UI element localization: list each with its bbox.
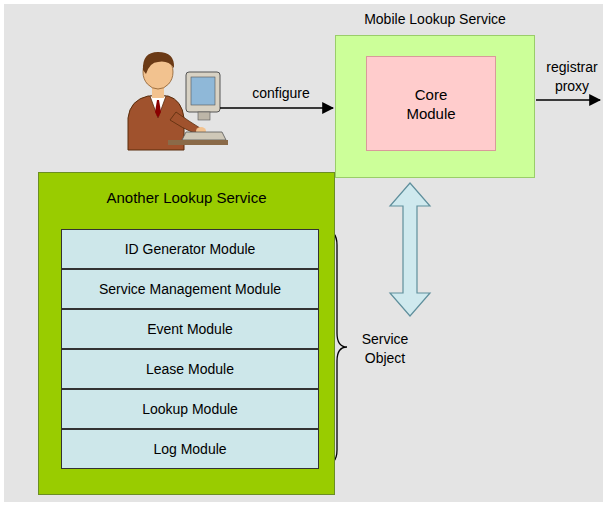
- user-illustration: [128, 52, 228, 150]
- module-box: Log Module: [61, 429, 319, 469]
- arrow-label: registrar proxy: [543, 58, 601, 96]
- service-box: Another Lookup Service ID Generator Modul…: [38, 172, 335, 495]
- module-label: ID Generator Module: [117, 241, 264, 258]
- module-box: Service Management Module: [61, 269, 319, 309]
- module-box: Lease Module: [61, 349, 319, 389]
- module-box: Lookup Module: [61, 389, 319, 429]
- ground: [4, 4, 603, 502]
- double-arrow: [390, 183, 430, 316]
- module-box: Event Module: [61, 309, 319, 349]
- module-label: Lease Module: [138, 361, 242, 378]
- service-title: Mobile Lookup Service: [336, 11, 534, 28]
- service-box: Mobile Lookup ServiceCore Module: [335, 35, 535, 178]
- configure-arrow: [220, 107, 333, 109]
- arrow-label: configure: [236, 84, 326, 103]
- module-label: Service Management Module: [91, 281, 289, 298]
- module-box: Core Module: [366, 56, 496, 151]
- module-label: Log Module: [145, 441, 234, 458]
- service-title: Another Lookup Service: [39, 189, 334, 206]
- module-label: Core Module: [388, 85, 474, 123]
- module-label: Lookup Module: [134, 401, 246, 418]
- module-label: Event Module: [139, 321, 241, 338]
- module-box: ID Generator Module: [61, 229, 319, 269]
- proxy-arrow: [536, 99, 600, 101]
- brace-label: Service Object: [352, 330, 418, 368]
